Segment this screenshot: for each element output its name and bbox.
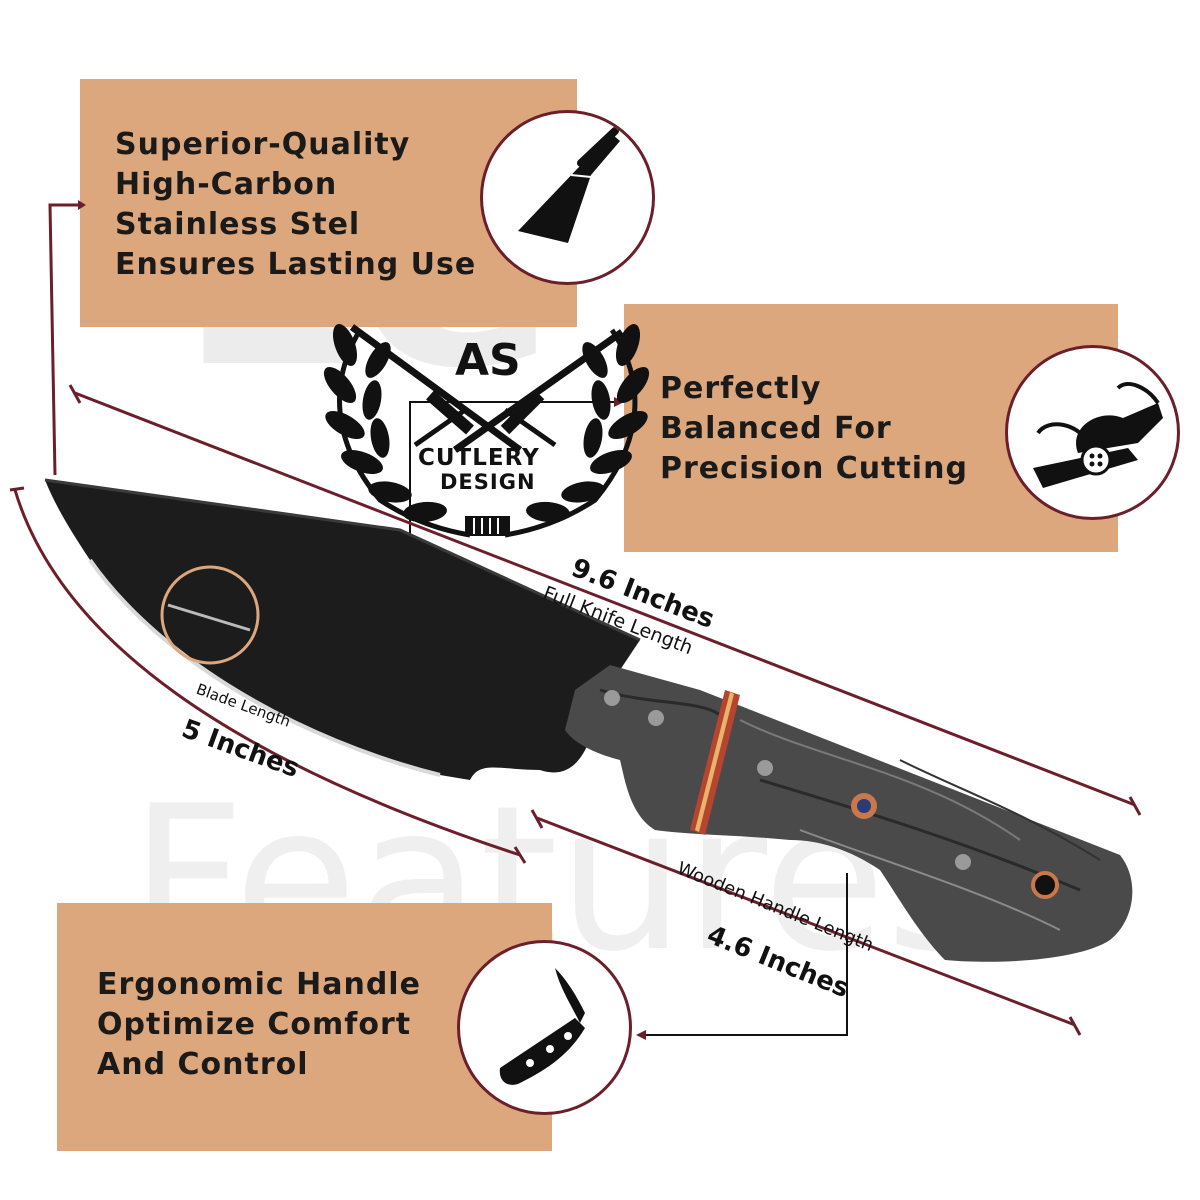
- blade-icon: [480, 110, 655, 285]
- feature-line: Stainless Stel: [115, 207, 361, 242]
- feature-line: Balanced For: [660, 411, 892, 446]
- blade-length-arc: [13, 489, 521, 857]
- feature-line: High-Carbon: [115, 167, 338, 202]
- feature-text-balance: Perfectly Balanced For Precision Cutting: [660, 369, 968, 489]
- connector-steel: [48, 203, 78, 476]
- knife: [44, 478, 1133, 962]
- handle-icon: [457, 940, 632, 1115]
- logo-line-2: DESIGN: [440, 470, 536, 494]
- connector-handle: [640, 873, 848, 1036]
- feature-text-steel: Superior-Quality High-Carbon Stainless S…: [115, 125, 476, 285]
- feature-line: Precision Cutting: [660, 451, 968, 486]
- feature-line: Superior-Quality: [115, 127, 411, 162]
- handle-length-line: [536, 816, 1076, 1027]
- hand-grip-icon: [1005, 345, 1180, 520]
- feature-line: And Control: [97, 1047, 309, 1082]
- logo-initials: AS: [455, 335, 521, 386]
- feature-line: Optimize Comfort: [97, 1007, 412, 1042]
- feature-line: Ensures Lasting Use: [115, 247, 477, 282]
- feature-text-handle: Ergonomic Handle Optimize Comfort And Co…: [97, 965, 421, 1085]
- full-length-line: [74, 391, 1136, 807]
- logo-line-1: CUTLERY: [418, 445, 540, 471]
- brand-logo: [323, 324, 650, 538]
- feature-line: Perfectly: [660, 371, 822, 406]
- blade-detail-circle: [160, 565, 260, 665]
- feature-line: Ergonomic Handle: [97, 967, 421, 1002]
